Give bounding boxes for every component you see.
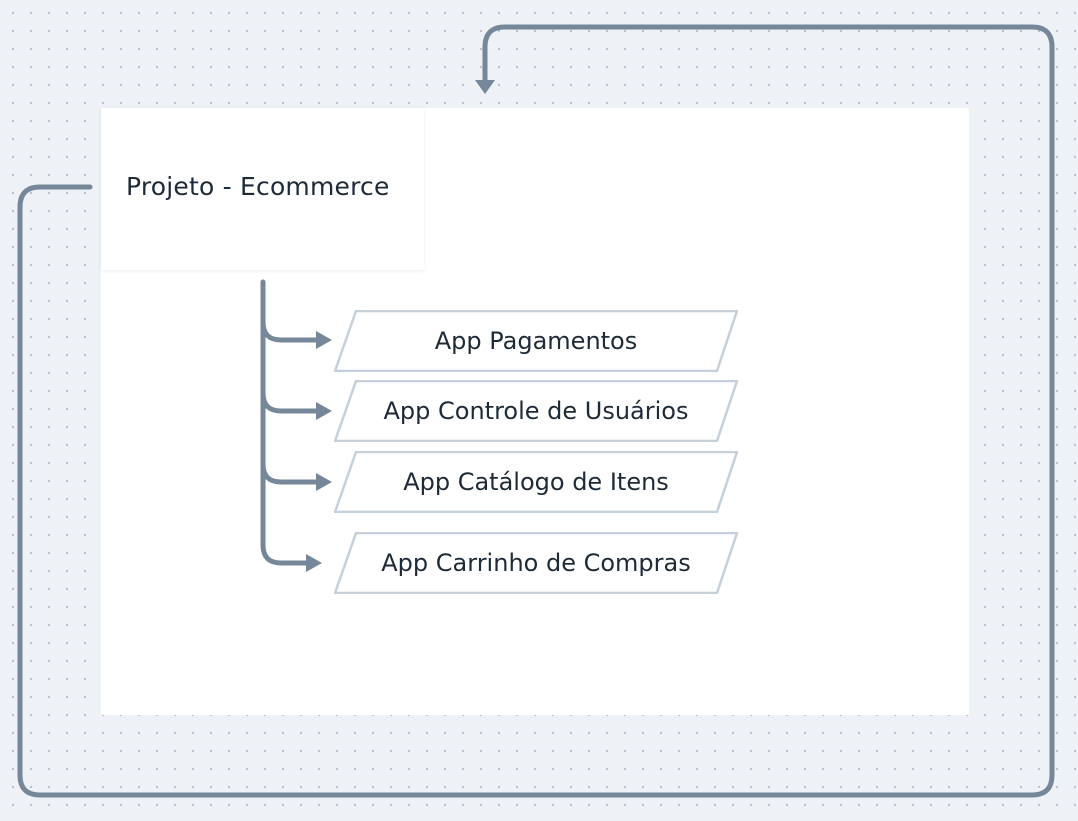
branch-arrowhead-3 [316,473,332,491]
child-node-label: App Controle de Usuários [383,397,689,425]
child-node-label: App Carrinho de Compras [381,549,691,577]
child-node-app-pagamentos[interactable]: App Pagamentos [334,310,738,372]
child-node-label: App Pagamentos [434,327,638,355]
root-node[interactable] [101,108,424,270]
loop-connector [17,24,1055,798]
branch-trunk [260,279,311,566]
branch-connector-1 [260,319,321,343]
child-node-shape [334,451,738,513]
child-node-app-carrinho-de-compras[interactable]: App Carrinho de Compras [334,532,738,594]
loop-arrowhead [475,80,495,94]
child-node-shape [334,380,738,442]
branch-arrowhead-2 [316,402,332,420]
root-node-label: Projeto - Ecommerce [126,172,390,201]
branch-connector-2 [260,390,321,414]
branch-arrowhead-4 [306,554,322,572]
child-node-label: App Catálogo de Itens [403,468,669,496]
child-node-shape [334,532,738,594]
branch-connector-3 [260,461,321,485]
child-node-shape [334,310,738,372]
branch-arrowhead-1 [316,331,332,349]
child-node-app-catalogo-de-itens[interactable]: App Catálogo de Itens [334,451,738,513]
child-node-app-controle-de-usuarios[interactable]: App Controle de Usuários [334,380,738,442]
